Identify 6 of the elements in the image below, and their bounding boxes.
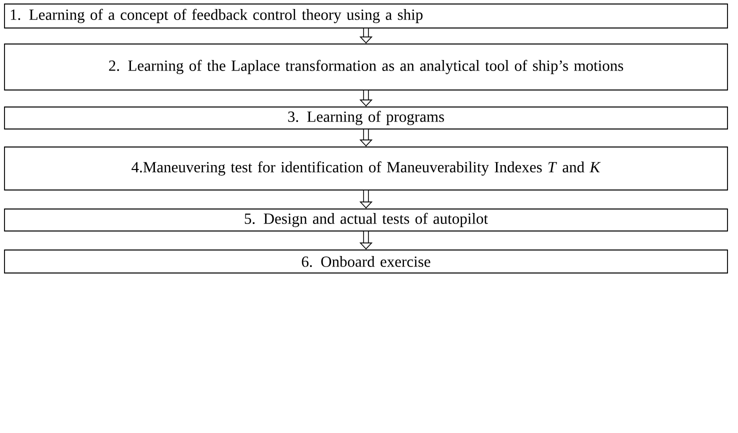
step-box: 6. Onboard exercise xyxy=(4,250,728,274)
step-box: 5. Design and actual tests of autopilot xyxy=(4,208,728,232)
step-box: 2. Learning of the Laplace transformation as an analytical tool of ship’s motions xyxy=(4,44,728,90)
step-box: 3. Learning of programs xyxy=(4,106,728,130)
step-box: 4.Maneuvering test for identification of Maneuverability Indexes T and K xyxy=(4,146,728,190)
step-box: 1. Learning of a concept of feedback control theory using a ship xyxy=(4,4,728,28)
